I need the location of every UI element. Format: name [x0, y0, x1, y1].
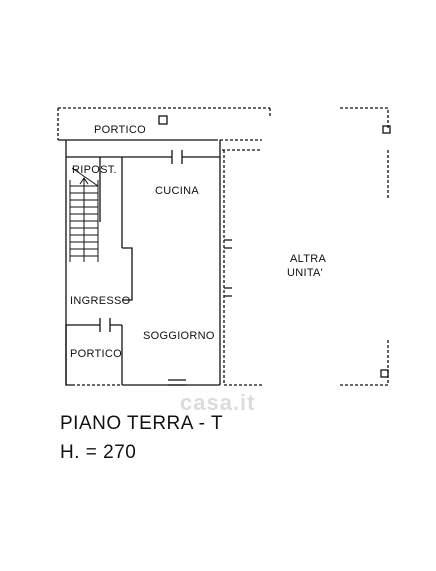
portico-column — [158, 115, 168, 125]
room-label-ingresso: INGRESSO — [70, 295, 131, 307]
pillar — [122, 247, 133, 301]
window-bottom — [168, 379, 186, 386]
room-label-portico-bottom: PORTICO — [70, 348, 123, 360]
room-label-altra-unita-2: UNITA' — [287, 267, 324, 279]
room-label-soggiorno: SOGGIORNO — [143, 330, 215, 342]
altra-column-top — [382, 125, 391, 134]
altra-column-bottom — [380, 369, 389, 378]
room-label-ripost: RIPOST. — [72, 164, 117, 176]
stairs — [69, 167, 99, 262]
floor-caption: PIANO TERRA - T — [60, 413, 224, 434]
height-caption: H. = 270 — [60, 442, 137, 463]
door-bottom — [99, 318, 111, 332]
room-label-cucina: CUCINA — [155, 185, 199, 197]
watermark: casa.it — [180, 390, 256, 415]
door-right-1 — [224, 239, 232, 249]
door-right-2 — [224, 287, 232, 297]
altra-unita-outline — [340, 107, 389, 386]
portico-bottom-box — [65, 325, 72, 386]
portico-top-ext — [215, 139, 262, 151]
door-top — [171, 150, 183, 164]
room-label-portico-top: PORTICO — [94, 124, 147, 136]
room-label-altra-unita-1: ALTRA — [290, 253, 327, 265]
portico-top-dashed — [57, 107, 271, 140]
right-dashed-boundary — [223, 150, 262, 386]
